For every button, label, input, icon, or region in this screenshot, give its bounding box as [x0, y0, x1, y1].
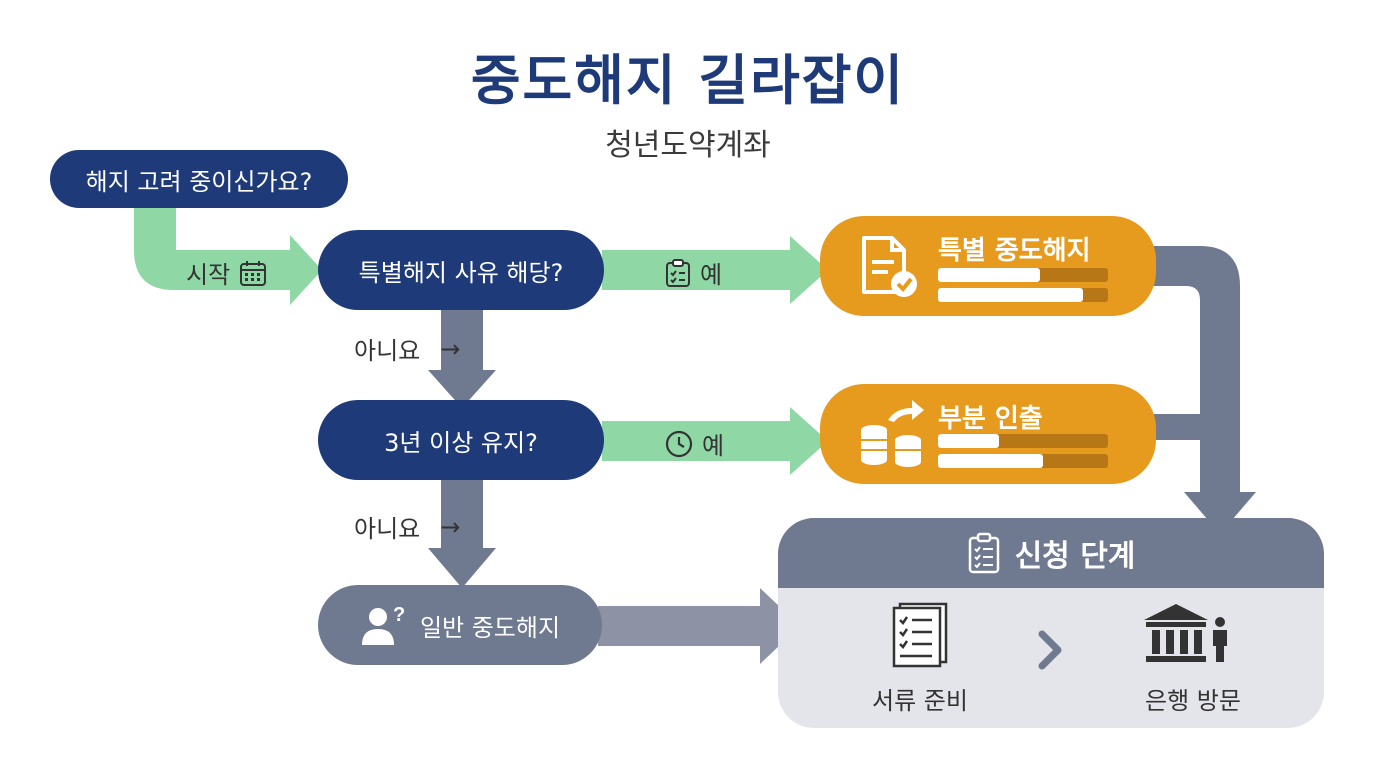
general-to-panel-arrow [598, 588, 800, 664]
clipboard-list-icon [968, 532, 999, 574]
edge-label-yes-2: 예 [664, 426, 724, 461]
partial-bar-2-fill [938, 454, 1044, 468]
step-bank-visit: 은행 방문 [1145, 687, 1241, 715]
special-bar-2-fill [938, 288, 1083, 302]
chevron-right-icon [1038, 630, 1062, 670]
page-title: 중도해지 길라잡이 [470, 49, 906, 112]
application-panel-header: 신청 단계 [778, 518, 1324, 588]
no-arrow-1 [428, 309, 496, 408]
calendar-icon [240, 260, 267, 286]
special-bar-1 [938, 268, 1108, 282]
coins-arrow-icon [861, 400, 924, 467]
page-subtitle: 청년도약계좌 [605, 128, 771, 163]
arrow-right-icon: → [440, 334, 461, 363]
start-arrow [134, 205, 322, 305]
clipboard-check-icon [666, 258, 690, 287]
document-check-icon [862, 236, 917, 297]
special-bar-1-fill [938, 268, 1040, 282]
application-panel: 신청 단계 서류 준비 은행 방문 [778, 518, 1324, 728]
node-three-year-question: 3년 이상 유지? [318, 400, 604, 480]
partial-bar-1-fill [938, 434, 1000, 448]
bank-person-icon [1144, 604, 1227, 662]
special-bar-2 [938, 288, 1108, 302]
outcome-special-termination: 특별 중도해지 [820, 216, 1156, 316]
yes-arrow-2 [602, 407, 828, 475]
step-document-prep: 서류 준비 [872, 687, 968, 715]
yes-arrow-1 [602, 236, 828, 304]
svg-text:?: ? [393, 604, 405, 626]
application-panel-title: 신청 단계 [1014, 539, 1136, 574]
node-special-question: 특별해지 사유 해당? [318, 230, 604, 310]
user-question-icon: ? [361, 604, 405, 645]
no-arrow-2 [428, 479, 496, 588]
arrow-right-icon: → [440, 512, 461, 541]
outcome-to-panel-route [1150, 246, 1256, 534]
documents-icon [892, 602, 948, 668]
general-termination-label: 일반 중도해지 [419, 613, 561, 642]
outcome-partial-withdrawal: 부분 인출 [820, 384, 1156, 484]
clock-icon [665, 430, 693, 457]
node-start-question: 해지 고려 중이신가요? [50, 150, 348, 208]
edge-label-no-1: 아니요 → [354, 334, 461, 366]
edge-label-start: 시작 [186, 255, 268, 290]
special-termination-title: 특별 중도해지 [938, 236, 1091, 266]
partial-withdrawal-title: 부분 인출 [938, 404, 1043, 434]
partial-bar-2 [938, 454, 1108, 468]
partial-bar-1 [938, 434, 1108, 448]
node-general-termination: ? 일반 중도해지 [318, 585, 602, 665]
edge-label-yes-1: 예 [664, 255, 722, 290]
edge-label-no-2: 아니요 → [354, 512, 461, 544]
